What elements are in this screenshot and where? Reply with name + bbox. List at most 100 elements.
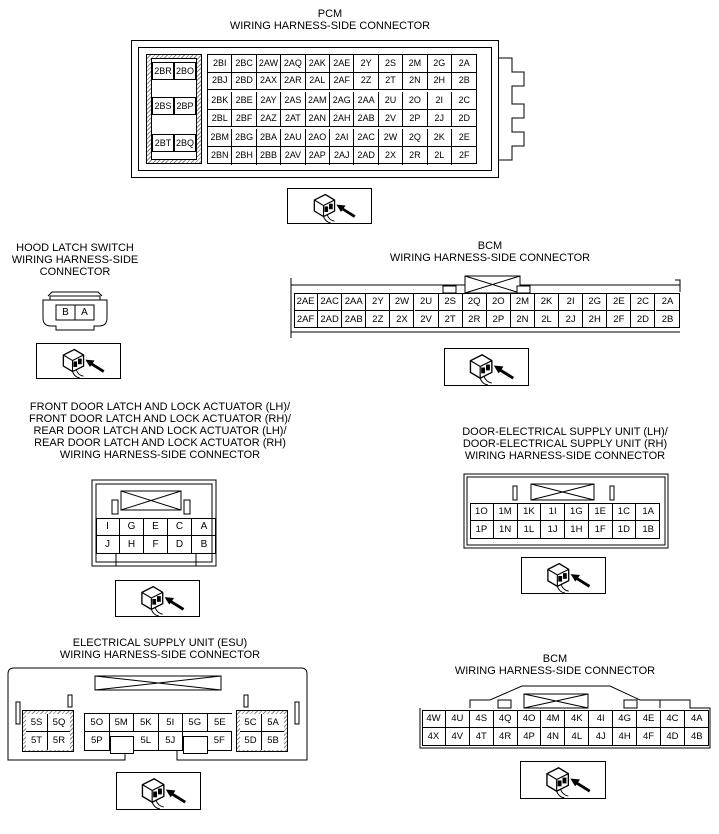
- door-esu-pin: 1O: [470, 503, 494, 521]
- door-esu-pin: 1G: [565, 503, 589, 521]
- pcm-view-direction-icon: [287, 188, 372, 224]
- door-latch-pin: I: [96, 518, 120, 536]
- esu-pin: 5R: [48, 732, 70, 750]
- bcm-2-pin: 2Q: [462, 293, 487, 311]
- bcm-4-pin: 4A: [684, 710, 709, 728]
- door-esu-pin: 1C: [612, 503, 637, 521]
- pcm-pin: 2AE: [330, 55, 355, 73]
- pcm-pin: 2U: [378, 92, 404, 110]
- bcm-2-pin: 2M: [510, 293, 535, 311]
- pcm-pin: 2T: [378, 72, 404, 91]
- bcm-4-pin: 4P: [518, 728, 542, 746]
- bcm-2-pin: 2H: [583, 310, 608, 328]
- bcm-4-pin: 4W: [422, 710, 446, 728]
- pcm-pin: 2S: [378, 55, 404, 73]
- bcm-2-pin: 2I: [559, 293, 584, 311]
- pcm-pin: 2BA: [256, 129, 282, 147]
- bcm-4-pin: 4D: [661, 728, 685, 746]
- pcm-pin: 2X: [379, 147, 404, 165]
- door-latch-pin: E: [144, 518, 168, 536]
- esu-pin: 5G: [183, 714, 208, 732]
- door-esu-pin: 1P: [470, 521, 494, 539]
- bcm-2-pin: 2AA: [342, 293, 367, 311]
- bcm-2-pin: 2S: [438, 293, 463, 311]
- door-esu-pin: 1N: [494, 521, 518, 539]
- esu-pin: 5P: [85, 732, 110, 750]
- connector-arrow-glyph: [547, 562, 591, 593]
- bcm-4-pin: 4Q: [493, 710, 518, 728]
- pcm-pin: 2L: [428, 147, 452, 165]
- pcm-pin: 2BN: [208, 147, 233, 165]
- bcm-2-pin: 2Y: [366, 293, 391, 311]
- bcm-4-pin: 4B: [691, 731, 703, 743]
- pcm-pin: 2M: [403, 55, 428, 73]
- door-latch-pin: D: [168, 536, 192, 554]
- pcm-pin: 2BI: [208, 55, 233, 73]
- esu-pin: 5F: [207, 732, 232, 750]
- bcm-2-pin: 2G: [583, 293, 608, 311]
- door-esu-pin: 1L: [518, 521, 542, 539]
- bcm-4-title: BCM WIRING HARNESS-SIDE CONNECTOR: [454, 653, 656, 677]
- pcm-pin: 2J: [427, 109, 452, 128]
- pcm-pin: 2BJ: [208, 72, 233, 91]
- door-latch-pin-grid: [96, 518, 216, 554]
- esu-pin: 5A: [262, 714, 284, 732]
- door-latch-title: FRONT DOOR LATCH AND LOCK ACTUATOR (LH)/…: [29, 401, 291, 461]
- pcm-pin: 2P: [403, 109, 428, 128]
- esu-pin: 5B: [262, 732, 284, 750]
- pcm-pin: 2V: [378, 109, 404, 128]
- pcm-pin: 2AW: [256, 55, 282, 73]
- bcm-4-pin: 4N: [542, 728, 566, 746]
- bcm-4-pin: 4V: [446, 728, 470, 746]
- door-esu-pin-grid: [470, 503, 660, 539]
- bcm-2-pin: 2X: [390, 310, 415, 328]
- bcm-2-pin: 2N: [511, 310, 535, 328]
- connector-arrow-glyph: [313, 193, 356, 223]
- pcm-pin: 2BB: [257, 147, 282, 165]
- pcm-pin: 2N: [403, 72, 428, 91]
- esu-pin: 5D: [240, 732, 262, 750]
- bcm-2-pin: 2AB: [342, 310, 367, 328]
- door-latch-pin: C: [168, 518, 192, 536]
- pcm-pin: 2H: [427, 72, 452, 91]
- esu-pin: 5C: [240, 714, 262, 732]
- pcm-pin: 2Z: [354, 72, 379, 91]
- esu-pin: 5E: [207, 714, 232, 732]
- pcm-pin: 2AK: [305, 55, 330, 73]
- pcm-pin: 2D: [452, 110, 477, 128]
- bcm-2-pin: 2AD: [318, 310, 343, 328]
- connector-arrow-glyph: [141, 585, 185, 616]
- pcm-left-pin: 2BQ: [174, 134, 196, 152]
- pcm-pin: 2AB: [354, 109, 379, 128]
- bcm-4-pin: 4R: [494, 728, 518, 746]
- bcm-2-pin: 2E: [607, 293, 632, 311]
- bcm-2-title: BCM WIRING HARNESS-SIDE CONNECTOR: [389, 240, 591, 264]
- bcm-2-pin: 2R: [463, 310, 487, 328]
- pcm-pin: 2AV: [281, 147, 306, 165]
- pcm-pin: 2AZ: [256, 109, 282, 128]
- door-esu-pin: 1E: [588, 503, 613, 521]
- pcm-pin: 2AU: [281, 129, 306, 147]
- pcm-pin: 2AO: [305, 129, 330, 147]
- pcm-pin: 2R: [403, 147, 428, 165]
- door-esu-pin: 1K: [517, 503, 542, 521]
- bcm-2-pin: 2C: [631, 293, 656, 311]
- pcm-pin: 2AT: [281, 109, 306, 128]
- pcm-pin: 2AG: [330, 92, 355, 110]
- bcm-2-pin: 2P: [487, 310, 511, 328]
- pcm-pin: 2AF: [330, 72, 355, 91]
- door-latch-pin: J: [96, 536, 120, 554]
- bcm-2-pin: 2J: [559, 310, 584, 328]
- door-esu-pin: 1J: [541, 521, 565, 539]
- pcm-pin: 2AC: [354, 129, 379, 147]
- bcm-4-pin: 4S: [469, 710, 494, 728]
- esu-view-direction-icon: [116, 772, 201, 810]
- connector-arrow-glyph: [141, 778, 187, 809]
- bcm-2-pin: 2AF: [294, 310, 319, 328]
- esu-pin: 5L: [134, 732, 159, 750]
- esu-pin: 5T: [26, 732, 48, 750]
